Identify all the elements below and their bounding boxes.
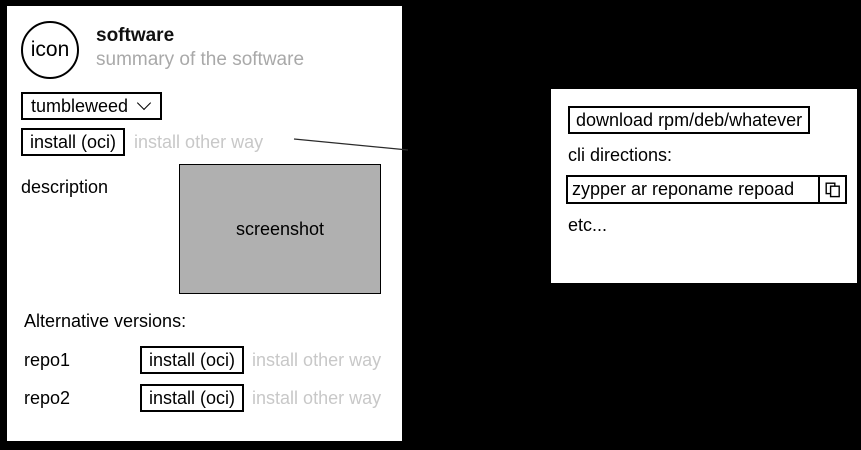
version-select-value: tumbleweed [31, 96, 129, 116]
download-package-button[interactable]: download rpm/deb/whatever [568, 106, 811, 134]
alternative-version-row: repo2 install (oci) install other way [24, 384, 394, 412]
install-oci-button[interactable]: install (oci) [21, 128, 126, 156]
screenshot-placeholder-label: screenshot [235, 218, 325, 239]
install-other-way-link[interactable]: install other way [134, 131, 264, 152]
app-icon: icon [21, 21, 79, 79]
alternative-version-row: repo1 install (oci) install other way [24, 346, 394, 374]
software-header: icon software summary of the software [21, 21, 304, 79]
install-oci-button[interactable]: install (oci) [140, 346, 245, 374]
repo-name: repo1 [24, 349, 71, 370]
cli-command-field[interactable]: zypper ar reponame repoad [566, 175, 847, 204]
install-other-way-link[interactable]: install other way [252, 387, 382, 408]
software-header-text: software summary of the software [96, 21, 304, 73]
copy-icon [825, 182, 840, 197]
version-select-dropdown[interactable]: tumbleweed [21, 92, 163, 120]
alternative-versions-heading: Alternative versions: [24, 311, 187, 331]
software-detail-panel: icon software summary of the software tu… [6, 5, 403, 442]
description-label: description [21, 177, 109, 197]
chevron-down-icon [138, 97, 152, 111]
install-other-way-link[interactable]: install other way [252, 349, 382, 370]
cli-command-text: zypper ar reponame repoad [572, 179, 795, 199]
cli-instructions-popup: download rpm/deb/whatever cli directions… [550, 88, 858, 284]
repo-name: repo2 [24, 387, 71, 408]
screenshot-placeholder[interactable]: screenshot [179, 164, 381, 294]
install-oci-button[interactable]: install (oci) [140, 384, 245, 412]
cli-directions-label: cli directions: [568, 145, 673, 165]
software-title: software [96, 25, 175, 46]
copy-command-button[interactable] [818, 177, 845, 202]
software-summary: summary of the software [96, 48, 305, 70]
cli-footer-note: etc... [568, 215, 608, 235]
primary-install-row: install (oci) install other way [21, 128, 263, 156]
app-icon-label: icon [30, 38, 70, 61]
